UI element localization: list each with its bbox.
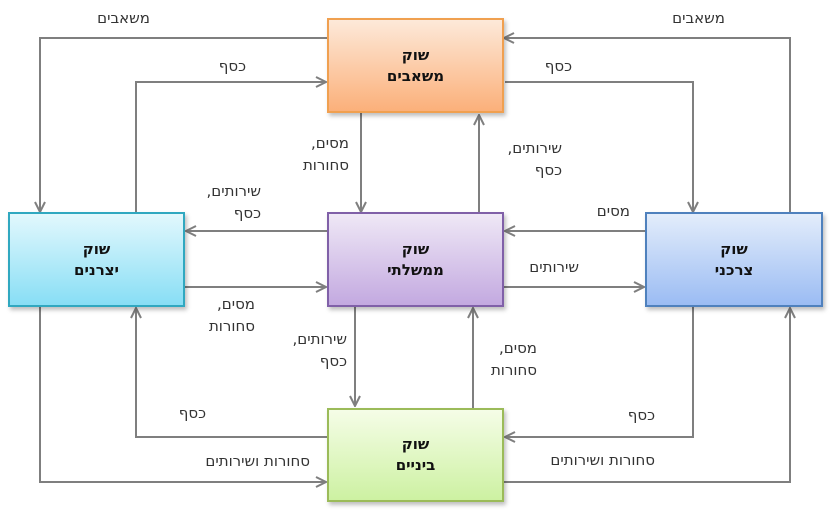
consumer-market-label-line1: שוק: [720, 239, 748, 258]
label-top-right-money: כסף: [544, 57, 572, 75]
label-top-left-resources: משאבים: [97, 9, 150, 27]
resources-market-label-line2: משאבים: [386, 66, 445, 85]
producers-market-label-line1: שוק: [82, 239, 111, 258]
label-center-up-taxes-line1: מסים,: [311, 134, 349, 152]
label-left-taxes-goods: מסים, סחורות: [209, 293, 255, 337]
label-bottom-left-goods-services: סחורות ושירותים: [205, 452, 310, 470]
intermediate-market-label-line2: ביניים: [395, 456, 436, 474]
arrow-consumer-money-to-intermediate: [506, 307, 694, 437]
arrow-intermediate-money-to-producers: [136, 309, 327, 438]
arrow-resources-to-producers: [40, 37, 327, 211]
government-market-node: שוק ממשלתי: [327, 212, 504, 307]
label-bottom-right-goods-services: סחורות ושירותים: [550, 451, 655, 469]
label-left-services-line2: כסף: [233, 204, 261, 222]
label-center-down-taxes-line1: מסים,: [499, 339, 537, 357]
label-bottom-right-money: כסף: [627, 406, 655, 424]
label-left-services-line1: שירותים,: [206, 182, 261, 200]
label-center-up-services-line2: כסף: [534, 161, 562, 179]
label-bottom-left-money: כסף: [178, 404, 206, 422]
label-left-services-money: שירותים, כסף: [207, 180, 261, 224]
label-center-up-taxes-goods: מסים, סחורות: [303, 132, 349, 176]
label-center-down-services-money: שירותים, כסף: [293, 328, 347, 372]
label-right-services: שירותים: [529, 258, 579, 276]
label-center-down-services-line2: כסף: [319, 352, 347, 370]
resources-market-label-line1: שוק: [401, 45, 430, 64]
arrow-intermediate-goods-to-consumer: [504, 309, 790, 483]
label-center-down-services-line1: שירותים,: [292, 330, 347, 348]
arrow-producers-goods-to-intermediate: [39, 307, 325, 482]
label-left-taxes-line1: מסים,: [217, 295, 255, 313]
arrow-consumer-to-resources: [505, 38, 791, 212]
label-center-down-taxes-goods: מסים, סחורות: [491, 337, 537, 381]
government-market-label-line2: ממשלתי: [387, 260, 444, 279]
label-center-down-taxes-line2: סחורות: [490, 361, 537, 379]
producers-market-node: שוק יצרנים: [8, 212, 185, 307]
government-market-label-line1: שוק: [401, 239, 430, 258]
consumer-market-node: שוק צרכני: [645, 212, 823, 307]
label-center-up-services-line1: שירותים,: [507, 139, 562, 157]
label-right-taxes: מסים: [596, 202, 630, 220]
intermediate-market-node: שוק ביניים: [327, 408, 504, 502]
consumer-market-label-line2: צרכני: [714, 260, 754, 279]
label-center-up-services-money: שירותים, כסף: [508, 137, 562, 181]
label-left-taxes-line2: סחורות: [208, 317, 255, 335]
producers-market-label-line2: יצרנים: [74, 260, 119, 279]
arrow-producers-money-to-resources: [135, 82, 325, 212]
resources-market-node: שוק משאבים: [327, 18, 504, 113]
label-top-left-money: כסף: [218, 57, 246, 75]
label-top-right-resources: משאבים: [672, 9, 725, 27]
arrow-resources-money-to-consumer: [505, 81, 693, 211]
intermediate-market-label-line1: שוק: [401, 435, 430, 453]
label-center-up-taxes-line2: סחורות: [302, 156, 349, 174]
